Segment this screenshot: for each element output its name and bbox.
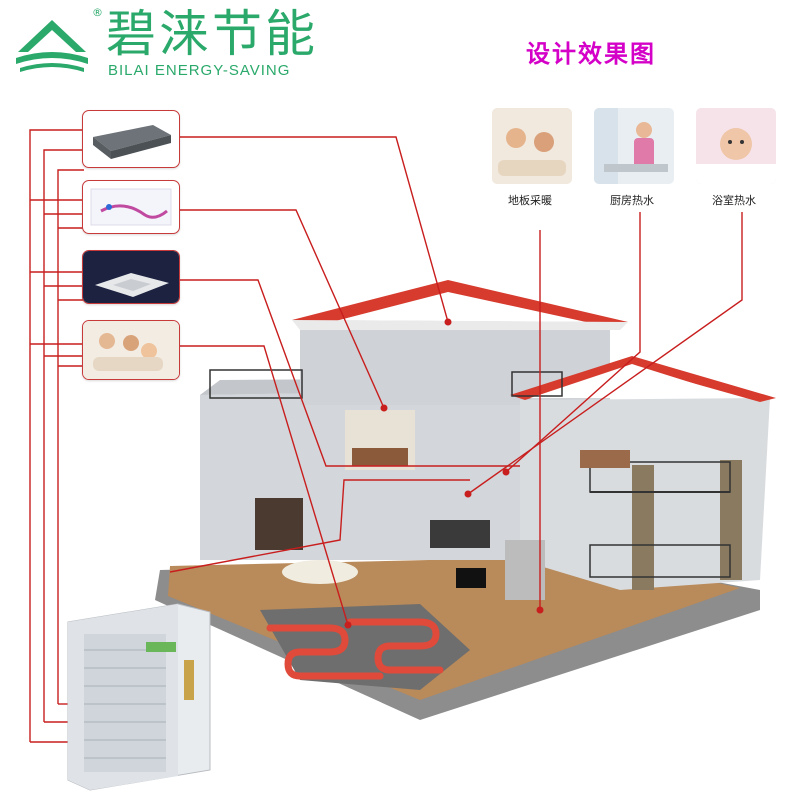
service-photo-kitchen [594,108,674,184]
service-label-bathroom: 浴室热水 [712,194,756,207]
floor-heating-coil [266,618,444,680]
baby-bath-photo [696,108,776,184]
service-label-floor: 地板采暖 [508,194,552,207]
pipe-lines [29,129,743,743]
brand-logo-icon [16,20,88,72]
brand-name-en: BILAI ENERGY-SAVING [108,62,291,79]
service-photo-floor [492,108,572,184]
cassette-unit-card [82,250,180,304]
right-roof [510,356,776,402]
upper-floor [300,320,610,405]
ceiling-duct-unit-icon [93,125,171,159]
service-label-kitchen: 厨房热水 [610,194,654,207]
floor-heating-card [82,320,180,380]
stone-column [632,465,654,590]
heat-pump-unit [67,603,211,791]
family-floor-photo [492,108,572,184]
duct-unit-card [82,110,180,168]
brand-name-cn: 碧涞节能 [106,5,318,63]
family-on-floor-photo [83,321,179,379]
kitchen-photo [594,108,674,184]
registered-mark: ® [92,6,103,19]
service-photo-bathroom [696,108,776,184]
page-title: 设计效果图 [526,40,656,68]
wood-floor [168,556,740,700]
wall-unit-card [82,180,180,234]
main-roof [292,280,628,325]
ceiling-cassette-unit-icon [83,251,179,303]
wall-mounted-unit-icon [90,188,172,226]
